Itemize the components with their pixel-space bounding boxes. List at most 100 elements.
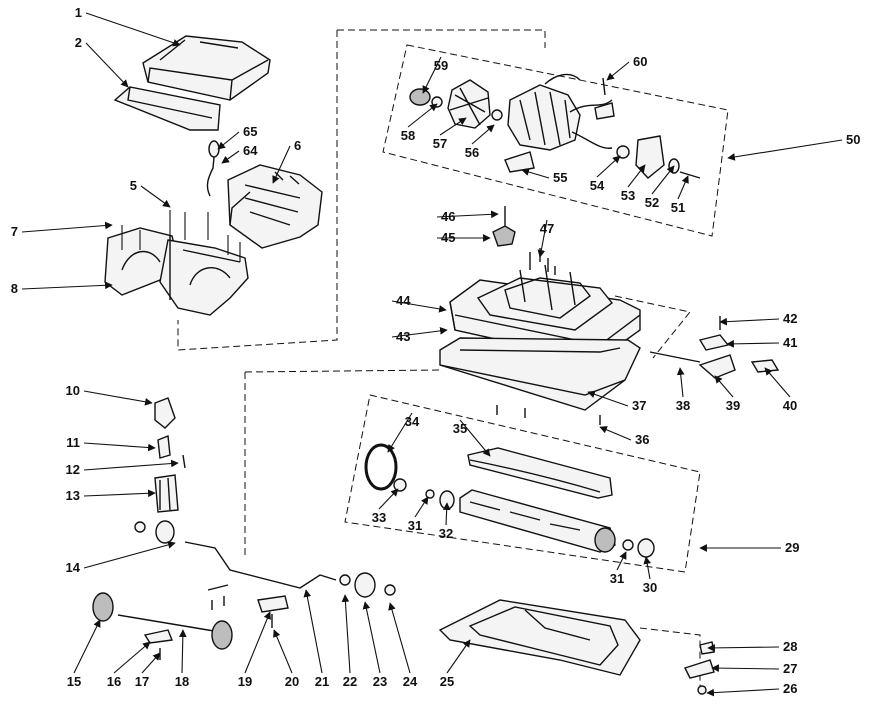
callout-leader-40: [764, 367, 791, 398]
motor-group-outline: [382, 44, 729, 237]
callout-label-14: 14: [66, 560, 81, 575]
callout-label-13: 13: [66, 488, 80, 503]
base-plate-link-outline: [639, 627, 701, 690]
callout-label-43: 43: [396, 329, 410, 344]
lamp-bulb: [206, 140, 220, 197]
rear-wheel: [339, 572, 396, 598]
callout-label-31b: 31: [408, 518, 422, 533]
callout-leader-64: [221, 150, 240, 164]
handle-mechanism: [134, 397, 337, 610]
callout-label-40: 40: [783, 398, 797, 413]
brushroll-group-outline: [344, 394, 701, 573]
callout-leader-28: [707, 644, 780, 652]
bumper-frame: [439, 337, 641, 425]
bumper-link-outline: [614, 295, 691, 359]
callout-label-10: 10: [66, 383, 80, 398]
callout-leader-57: [439, 117, 467, 136]
base-latch: [684, 641, 715, 695]
callout-label-17: 17: [135, 674, 149, 689]
callout-leader-36: [599, 426, 632, 441]
callout-label-44: 44: [396, 293, 411, 308]
callout-leader-47: [537, 219, 548, 258]
callout-label-54: 54: [590, 178, 605, 193]
callout-leader-10: [83, 390, 153, 406]
callout-leader-15: [73, 619, 101, 674]
callout-leader-7: [21, 221, 113, 233]
callout-leader-55: [521, 168, 550, 179]
callout-leader-13: [83, 489, 156, 498]
callout-label-28: 28: [783, 639, 797, 654]
callout-leader-52: [651, 165, 675, 195]
fan-housing: [104, 210, 249, 316]
callout-label-58: 58: [401, 128, 415, 143]
callout-label-12: 12: [66, 462, 80, 477]
callout-label-41: 41: [783, 335, 797, 350]
callout-label-19: 19: [238, 674, 252, 689]
callout-leader-16: [113, 641, 151, 674]
hood-lens: [113, 86, 221, 131]
callout-leader-19: [244, 611, 271, 674]
callout-label-32: 32: [439, 526, 453, 541]
base-plate: [438, 599, 641, 676]
callout-leader-33: [378, 488, 399, 510]
callout-label-47: 47: [540, 221, 554, 236]
callout-leader-51: [677, 175, 689, 200]
callout-leader-18: [178, 629, 187, 674]
callout-label-7: 7: [11, 224, 18, 239]
callout-label-45: 45: [441, 230, 455, 245]
callout-label-36: 36: [635, 432, 649, 447]
callout-label-59: 59: [434, 58, 448, 73]
group-outlines: [177, 29, 729, 690]
callout-label-23: 23: [373, 674, 387, 689]
callout-leader-43: [391, 327, 448, 338]
callout-leader-39: [714, 375, 734, 398]
callout-leader-1: [85, 12, 181, 47]
callout-label-46: 46: [441, 209, 455, 224]
callout-leader-17: [141, 652, 161, 674]
callout-leader-2: [85, 42, 129, 88]
callout-leader-56: [471, 124, 495, 145]
callout-label-2: 2: [75, 35, 82, 50]
callout-label-53: 53: [621, 188, 635, 203]
callout-label-30: 30: [643, 580, 657, 595]
callout-leader-59: [422, 56, 442, 94]
callout-label-65: 65: [243, 124, 257, 139]
callout-label-57: 57: [433, 136, 447, 151]
callout-label-16: 16: [107, 674, 121, 689]
callout-label-55: 55: [553, 170, 567, 185]
callout-leader-44: [391, 300, 447, 313]
callout-label-15: 15: [67, 674, 81, 689]
callout-leader-53: [627, 164, 646, 188]
callout-label-11: 11: [66, 435, 80, 450]
callout-label-31a: 31: [610, 571, 624, 586]
callout-label-20: 20: [285, 674, 299, 689]
callout-leader-32: [442, 502, 451, 526]
callout-leader-22: [341, 594, 351, 674]
callout-label-34: 34: [405, 414, 420, 429]
callout-leader-30: [643, 556, 652, 580]
callout-label-60: 60: [633, 54, 647, 69]
callout-leader-5: [140, 185, 171, 208]
callout-leader-65: [217, 131, 240, 150]
callout-label-33: 33: [372, 510, 386, 525]
callout-leader-25: [446, 639, 471, 674]
callout-label-38: 38: [676, 398, 690, 413]
callout-leader-26: [706, 688, 780, 697]
callout-leader-8: [21, 281, 113, 290]
callout-leader-35: [459, 419, 491, 457]
callout-leader-14: [83, 541, 176, 569]
callout-label-42: 42: [783, 311, 797, 326]
motor-cover: [227, 164, 323, 249]
callout-leader-54: [596, 155, 621, 178]
callout-leader-42: [719, 317, 780, 326]
callout-label-1: 1: [75, 5, 82, 20]
callout-label-26: 26: [783, 681, 797, 696]
callout-leader-31a: [616, 551, 627, 571]
callout-leader-11: [83, 442, 156, 452]
callout-label-8: 8: [11, 281, 18, 296]
callout-leader-41: [726, 340, 780, 348]
callout-label-37: 37: [632, 398, 646, 413]
callout-label-21: 21: [315, 674, 329, 689]
